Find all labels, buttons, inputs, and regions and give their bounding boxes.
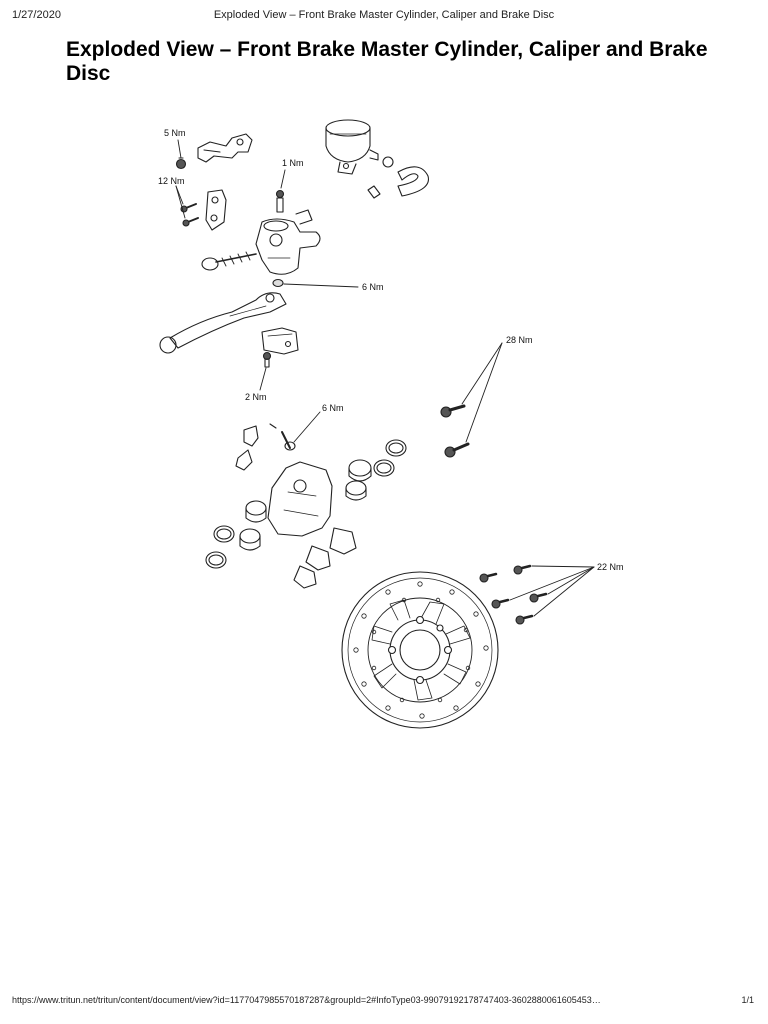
brake-lever [159, 292, 287, 354]
reservoir-screw [275, 189, 285, 213]
clamp-screws [180, 203, 199, 227]
brake-fluid-reservoir [325, 119, 379, 175]
caliper-bolts [440, 404, 470, 458]
bracket-screw [175, 157, 187, 170]
lever-pivot-nut [272, 278, 284, 288]
torque-label-28nm: 28 Nm [506, 335, 533, 345]
caliper-pistons [239, 459, 372, 551]
torque-label-6nm-bleed: 6 Nm [322, 403, 344, 413]
switch-screw [262, 351, 272, 368]
brake-disc [341, 571, 499, 729]
handlebar-clamp [205, 189, 227, 231]
brake-caliper-body [267, 461, 333, 537]
brake-light-switch [261, 327, 299, 355]
piston-seals [205, 439, 407, 569]
print-header: 1/27/2020 Exploded View – Front Brake Ma… [0, 0, 768, 30]
print-url: https://www.tritun.net/tritun/content/do… [12, 995, 601, 1005]
master-cylinder-piston [201, 251, 257, 271]
reservoir-hose [367, 156, 430, 199]
print-date: 1/27/2020 [12, 9, 61, 21]
master-cylinder-body [255, 209, 321, 275]
torque-label-22nm: 22 Nm [597, 562, 624, 572]
mirror-bracket [197, 133, 253, 163]
print-doc-title: Exploded View – Front Brake Master Cylin… [213, 9, 555, 21]
torque-label-2nm: 2 Nm [245, 392, 267, 402]
page-number: 1/1 [741, 995, 754, 1005]
disc-bolts [479, 564, 548, 625]
torque-label-12nm: 12 Nm [158, 176, 185, 186]
torque-label-6nm-lever: 6 Nm [362, 282, 384, 292]
brake-pads [293, 527, 357, 589]
torque-label-1nm: 1 Nm [282, 158, 304, 168]
bleed-nipple [281, 431, 296, 451]
page-title: Exploded View – Front Brake Master Cylin… [66, 38, 708, 85]
print-footer: https://www.tritun.net/tritun/content/do… [0, 995, 768, 1024]
pad-springs [235, 423, 277, 471]
torque-label-5nm: 5 Nm [164, 128, 186, 138]
